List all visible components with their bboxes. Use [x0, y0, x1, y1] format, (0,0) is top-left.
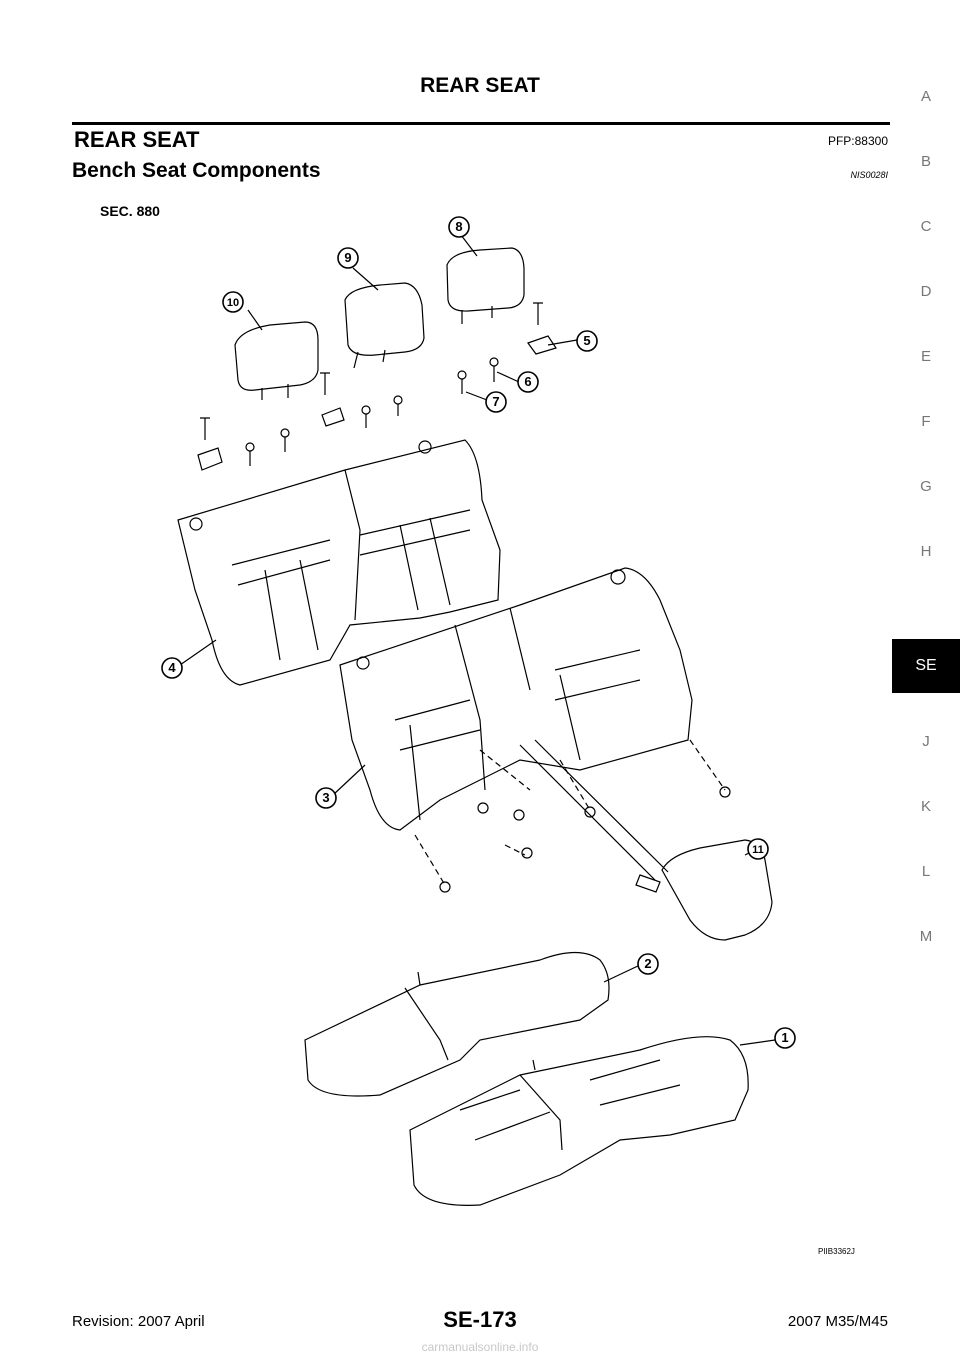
- index-tab-b[interactable]: B: [920, 153, 931, 170]
- index-tab-e[interactable]: E: [920, 348, 931, 365]
- callout-label-8: 8: [455, 219, 462, 234]
- part-code: PFP:88300: [827, 134, 888, 148]
- seatback-3: [339, 567, 693, 831]
- index-tab-h[interactable]: H: [920, 543, 932, 560]
- headrest-9: [344, 282, 425, 369]
- nuts: [439, 786, 731, 893]
- footer-revision: Revision: 2007 April: [72, 1313, 205, 1330]
- leader-lines: [179, 234, 776, 1046]
- callout-11: [747, 838, 769, 860]
- seatback-4: [177, 439, 501, 686]
- callout-label-6: 6: [524, 374, 531, 389]
- callout-8: [448, 216, 470, 238]
- headrest-10: [234, 321, 319, 400]
- index-tab-g[interactable]: G: [920, 478, 932, 495]
- footer-model: 2007 M35/M45: [787, 1313, 888, 1330]
- callout-1: [774, 1027, 796, 1049]
- callout-9: [337, 247, 359, 269]
- title-rule: [72, 122, 890, 125]
- callout-5: [576, 330, 598, 352]
- index-tab-m[interactable]: M: [919, 928, 933, 945]
- index-tab-l[interactable]: L: [921, 863, 931, 880]
- callout-label-11: 11: [752, 844, 764, 856]
- callout-2: [637, 953, 659, 975]
- index-tab-k[interactable]: K: [920, 798, 931, 815]
- callout-label-10: 10: [227, 297, 239, 309]
- exploded-view-illustration: 10 9 8 5 6 7 4 3 11 2 1: [161, 216, 796, 1206]
- callout-3: [315, 787, 337, 809]
- callout-7: [485, 391, 507, 413]
- section-number: SEC. 880: [100, 203, 160, 219]
- figure-id: PIIB3362J: [818, 1247, 855, 1256]
- callout-10: [222, 291, 244, 313]
- callout-label-9: 9: [344, 250, 351, 265]
- callout-4: [161, 657, 183, 679]
- index-tab-a[interactable]: A: [920, 88, 931, 105]
- callout-label-4: 4: [168, 660, 176, 675]
- section-title: REAR SEAT: [74, 127, 200, 152]
- subsection-title: Bench Seat Components: [72, 159, 321, 182]
- mounting-dashes: [414, 739, 726, 886]
- callouts: [161, 216, 796, 1049]
- armrest-11: [519, 739, 773, 941]
- side-index: A B C D E F G H SE J K L M: [892, 0, 960, 1358]
- callout-label-2: 2: [644, 956, 651, 971]
- callout-label-7: 7: [492, 394, 499, 409]
- index-tab-c[interactable]: C: [920, 218, 932, 235]
- callout-label-1: 1: [781, 1030, 788, 1045]
- fasteners-upper: [197, 302, 557, 471]
- callout-6: [517, 371, 539, 393]
- headrest-8: [446, 247, 525, 324]
- subsection-code: NIS0028I: [850, 170, 888, 180]
- seat-cushion-1: [409, 1036, 749, 1206]
- callout-label-3: 3: [322, 790, 329, 805]
- footer-page-number: SE-173: [443, 1307, 517, 1332]
- index-tab-se[interactable]: SE: [892, 639, 960, 693]
- index-tab-j[interactable]: J: [922, 733, 930, 750]
- running-head: REAR SEAT: [420, 74, 540, 97]
- seat-cushion-2: [304, 951, 610, 1097]
- callout-label-5: 5: [583, 333, 590, 348]
- index-tab-f[interactable]: F: [921, 413, 931, 430]
- watermark: carmanualsonline.info: [421, 1340, 539, 1354]
- index-tab-d[interactable]: D: [920, 283, 932, 300]
